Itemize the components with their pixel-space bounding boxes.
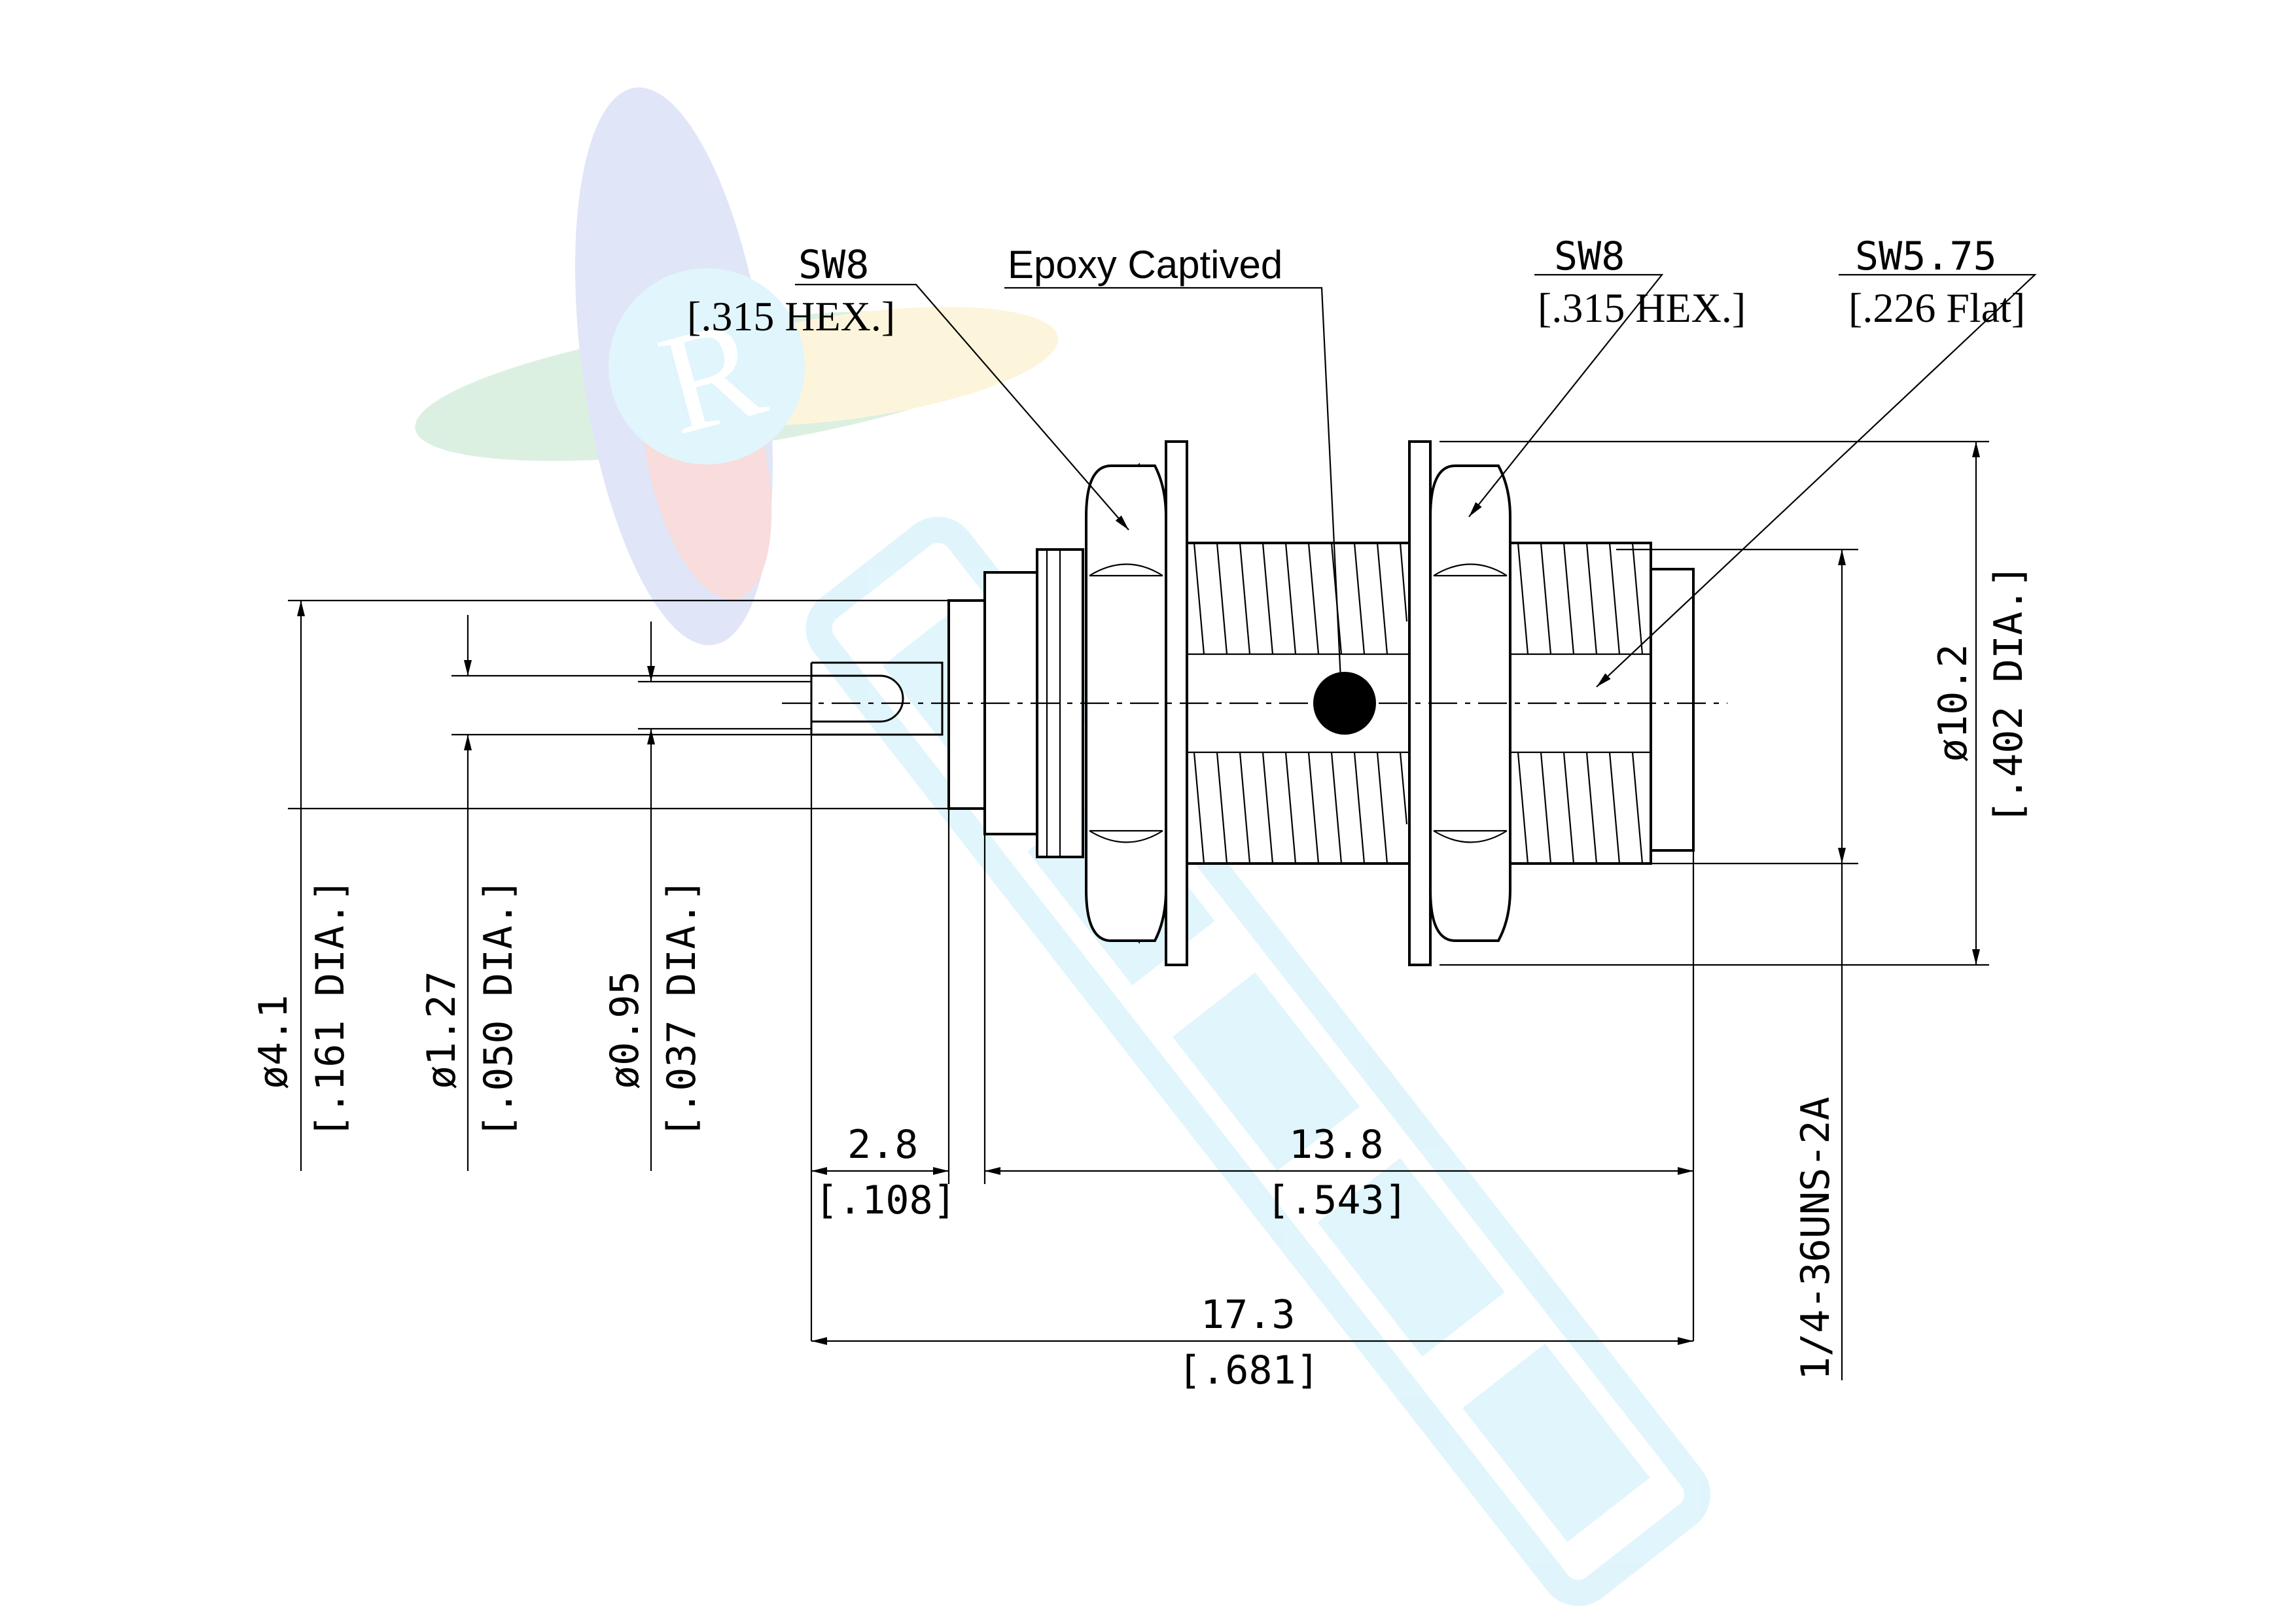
left-hex-nut xyxy=(1085,462,1167,944)
dim-1-27-mm: ø1.27 xyxy=(419,971,465,1089)
dimension-labels: ø4.1 [.161 DIA.] ø1.27 [.050 DIA.] ø0.95… xyxy=(251,565,2032,1393)
dim-2-8-inch: [.108] xyxy=(815,1178,957,1223)
dim-4-1-mm: ø4.1 xyxy=(251,995,296,1090)
flat-size: SW5.75 xyxy=(1855,234,1997,279)
dim-1-27-inch: [.050 DIA.] xyxy=(476,879,521,1138)
dim-17-3-inch: [.681] xyxy=(1178,1348,1320,1393)
epoxy-label: Epoxy Captived xyxy=(1008,243,1282,287)
dim-2-8-mm: 2.8 xyxy=(847,1122,918,1168)
left-hex-size: SW8 xyxy=(798,242,869,288)
dim-10-2-inch: [.402 DIA.] xyxy=(1986,565,2032,824)
dim-13-8-mm: 13.8 xyxy=(1289,1122,1384,1168)
watermark-logo: R xyxy=(415,87,1059,646)
dim-10-2-mm: ø10.2 xyxy=(1930,644,1976,762)
right-hex-inch: [.315 HEX.] xyxy=(1538,285,1746,331)
dimension-geometry xyxy=(288,273,2037,1380)
dim-0-95-mm: ø0.95 xyxy=(602,971,648,1089)
dim-0-95-inch: [.037 DIA.] xyxy=(659,879,705,1138)
dim-4-1-inch: [.161 DIA.] xyxy=(308,879,353,1138)
connector-body xyxy=(782,440,1727,966)
dim-17-3-mm: 17.3 xyxy=(1201,1292,1296,1338)
left-hex-inch: [.315 HEX.] xyxy=(687,293,895,340)
dim-thread: 1/4-36UNS-2A xyxy=(1793,1097,1839,1380)
right-hex-size: SW8 xyxy=(1554,234,1625,279)
callout-labels: SW8 [.315 HEX.] Epoxy Captived SW8 [.315… xyxy=(687,234,2025,340)
dim-13-8-inch: [.543] xyxy=(1266,1178,1408,1223)
flat-inch: [.226 Flat] xyxy=(1848,285,2025,331)
